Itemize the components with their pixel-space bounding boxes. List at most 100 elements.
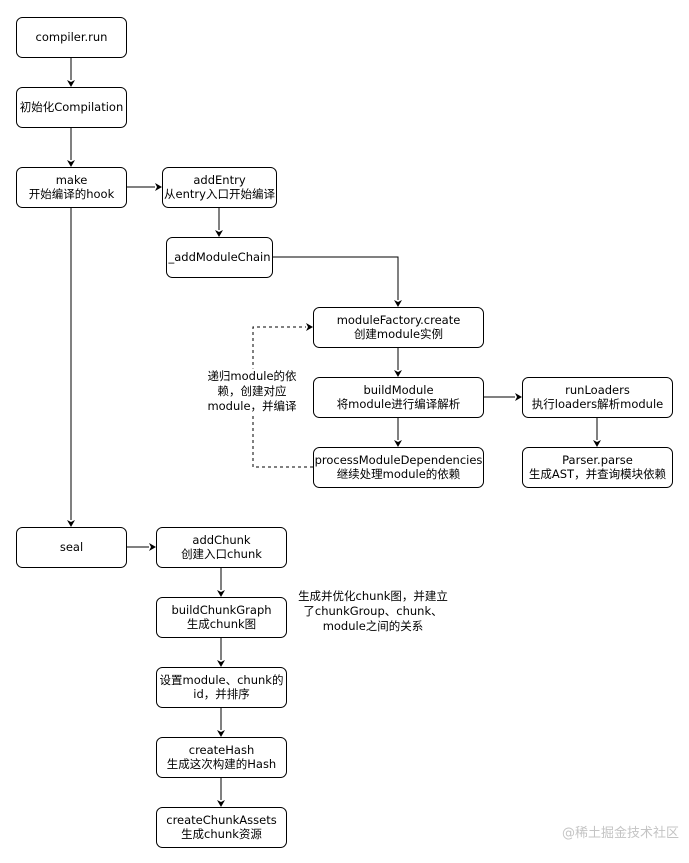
edge-build-module-to-run-loaders bbox=[483, 393, 522, 401]
edge-set-ids-to-create-hash bbox=[217, 707, 225, 737]
node-label-line: 创建入口chunk bbox=[181, 547, 262, 561]
node-init-compilation: 初始化Compilation bbox=[16, 87, 127, 128]
node-label-line: _addModuleChain bbox=[167, 250, 270, 264]
node-box bbox=[166, 237, 273, 278]
edge-process-module-dependencies-to-module-factory-create bbox=[252, 323, 313, 468]
note-line: module之间的关系 bbox=[323, 619, 424, 633]
node-label-line: buildChunkGraph bbox=[171, 603, 271, 617]
node-box bbox=[16, 87, 127, 128]
arrowhead-icon bbox=[215, 230, 223, 237]
note-background bbox=[203, 368, 301, 414]
node-label-line: processModuleDependencies bbox=[315, 453, 483, 467]
edge-make-to-seal bbox=[67, 207, 75, 527]
node-label-line: addChunk bbox=[192, 533, 251, 547]
arrowhead-icon bbox=[149, 543, 156, 551]
edge-seal-to-add-chunk bbox=[126, 543, 156, 551]
node-add-module-chain: _addModuleChain bbox=[166, 237, 273, 278]
arrowhead-icon bbox=[306, 323, 313, 331]
node-box bbox=[156, 667, 287, 708]
node-box bbox=[16, 527, 127, 568]
arrowhead-icon bbox=[67, 160, 75, 167]
node-label-line: compiler.run bbox=[36, 30, 108, 44]
node-box bbox=[162, 167, 277, 208]
node-label-line: addEntry bbox=[193, 173, 245, 187]
node-label-line: seal bbox=[60, 540, 83, 554]
node-seal: seal bbox=[16, 527, 127, 568]
node-label-line: 生成这次构建的Hash bbox=[167, 757, 276, 771]
node-label-line: id，并排序 bbox=[193, 687, 250, 701]
arrowhead-icon bbox=[217, 800, 225, 807]
edge-add-chunk-to-build-chunk-graph bbox=[217, 567, 225, 597]
edge-build-chunk-graph-to-set-ids bbox=[217, 637, 225, 667]
node-compiler-run: compiler.run bbox=[16, 17, 127, 58]
watermark-text: @稀土掘金技术社区 bbox=[561, 826, 679, 841]
arrowhead-icon bbox=[394, 440, 402, 447]
note-line: 递归module的依 bbox=[207, 369, 297, 383]
arrowhead-icon bbox=[155, 183, 162, 191]
node-box bbox=[156, 737, 287, 778]
node-label-line: make bbox=[56, 173, 88, 187]
node-label-line: createHash bbox=[189, 743, 254, 757]
note-line: 了chunkGroup、chunk、 bbox=[303, 604, 442, 618]
node-label-line: createChunkAssets bbox=[166, 813, 277, 827]
node-box bbox=[313, 377, 484, 418]
node-label-line: buildModule bbox=[363, 383, 433, 397]
arrowhead-icon bbox=[67, 80, 75, 87]
edge-run-loaders-to-parser-parse bbox=[593, 417, 601, 447]
edge-module-factory-create-to-build-module bbox=[394, 347, 402, 377]
node-label-line: 开始编译的hook bbox=[29, 187, 115, 201]
node-box bbox=[156, 527, 287, 568]
edge-build-module-to-process-module-dependencies bbox=[394, 417, 402, 447]
arrowhead-icon bbox=[394, 370, 402, 377]
node-label-line: moduleFactory.create bbox=[337, 313, 461, 327]
node-box bbox=[16, 167, 127, 208]
edge-compiler-run-to-init-compilation bbox=[67, 57, 75, 87]
node-box bbox=[522, 377, 673, 418]
arrowhead-icon bbox=[394, 300, 402, 307]
node-label-line: 设置module、chunk的 bbox=[160, 673, 284, 687]
edge-line bbox=[272, 256, 399, 300]
node-box bbox=[313, 307, 484, 348]
note-line: 生成并优化chunk图，并建立 bbox=[298, 589, 448, 603]
arrowhead-icon bbox=[217, 730, 225, 737]
arrowhead-icon bbox=[217, 660, 225, 667]
edge-create-hash-to-create-chunk-assets bbox=[217, 777, 225, 807]
edge-make-to-add-entry bbox=[126, 183, 162, 191]
node-label-line: 将module进行编译解析 bbox=[337, 397, 461, 411]
node-label-line: Parser.parse bbox=[562, 453, 633, 467]
edge-init-compilation-to-make bbox=[67, 127, 75, 167]
node-box bbox=[16, 17, 127, 58]
note-line: 赖，创建对应 bbox=[218, 384, 287, 398]
arrowhead-icon bbox=[67, 520, 75, 527]
arrowhead-icon bbox=[515, 393, 522, 401]
arrowhead-icon bbox=[593, 440, 601, 447]
edge-add-entry-to-add-module-chain bbox=[215, 207, 223, 237]
node-box bbox=[156, 597, 287, 638]
note-line: module，并编译 bbox=[207, 399, 297, 413]
node-box bbox=[522, 447, 673, 488]
node-label-line: 从entry入口开始编译 bbox=[164, 187, 275, 201]
edge-line bbox=[252, 326, 313, 468]
node-label-line: 生成chunk图 bbox=[187, 617, 256, 631]
node-box bbox=[313, 447, 484, 488]
node-label-line: 执行loaders解析module bbox=[532, 397, 663, 411]
node-label-line: runLoaders bbox=[565, 383, 630, 397]
arrowhead-icon bbox=[217, 590, 225, 597]
node-label-line: 初始化Compilation bbox=[20, 100, 124, 114]
note-chunk-graph-note: 生成并优化chunk图，并建立了chunkGroup、chunk、module之… bbox=[288, 588, 458, 634]
node-box bbox=[156, 807, 287, 848]
